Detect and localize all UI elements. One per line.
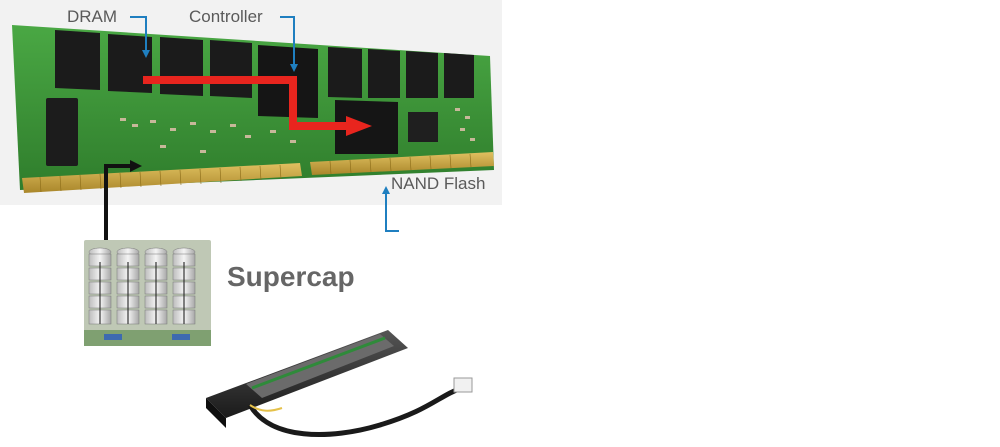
controller-label: Controller bbox=[189, 7, 263, 26]
gold-contacts-right bbox=[310, 152, 494, 175]
supercap-module bbox=[84, 240, 211, 346]
nvdimm-module bbox=[12, 25, 494, 193]
nand-pointer bbox=[385, 192, 399, 232]
gold-contacts-left bbox=[22, 163, 302, 193]
nand-flash-label: NAND Flash bbox=[391, 174, 486, 193]
data-flow-arrow bbox=[143, 76, 372, 136]
small-chip bbox=[408, 112, 438, 142]
controller-pointer bbox=[280, 16, 295, 66]
smd-components bbox=[120, 108, 475, 153]
battery-pack bbox=[206, 330, 473, 438]
supercap-label: Supercap bbox=[227, 261, 355, 292]
battery-connector bbox=[46, 98, 78, 166]
cable-connector bbox=[453, 377, 473, 393]
dram-pointer bbox=[130, 16, 147, 52]
label-pointers bbox=[130, 16, 399, 232]
power-path-arrow bbox=[104, 160, 142, 244]
dram-label: DRAM bbox=[67, 7, 118, 26]
